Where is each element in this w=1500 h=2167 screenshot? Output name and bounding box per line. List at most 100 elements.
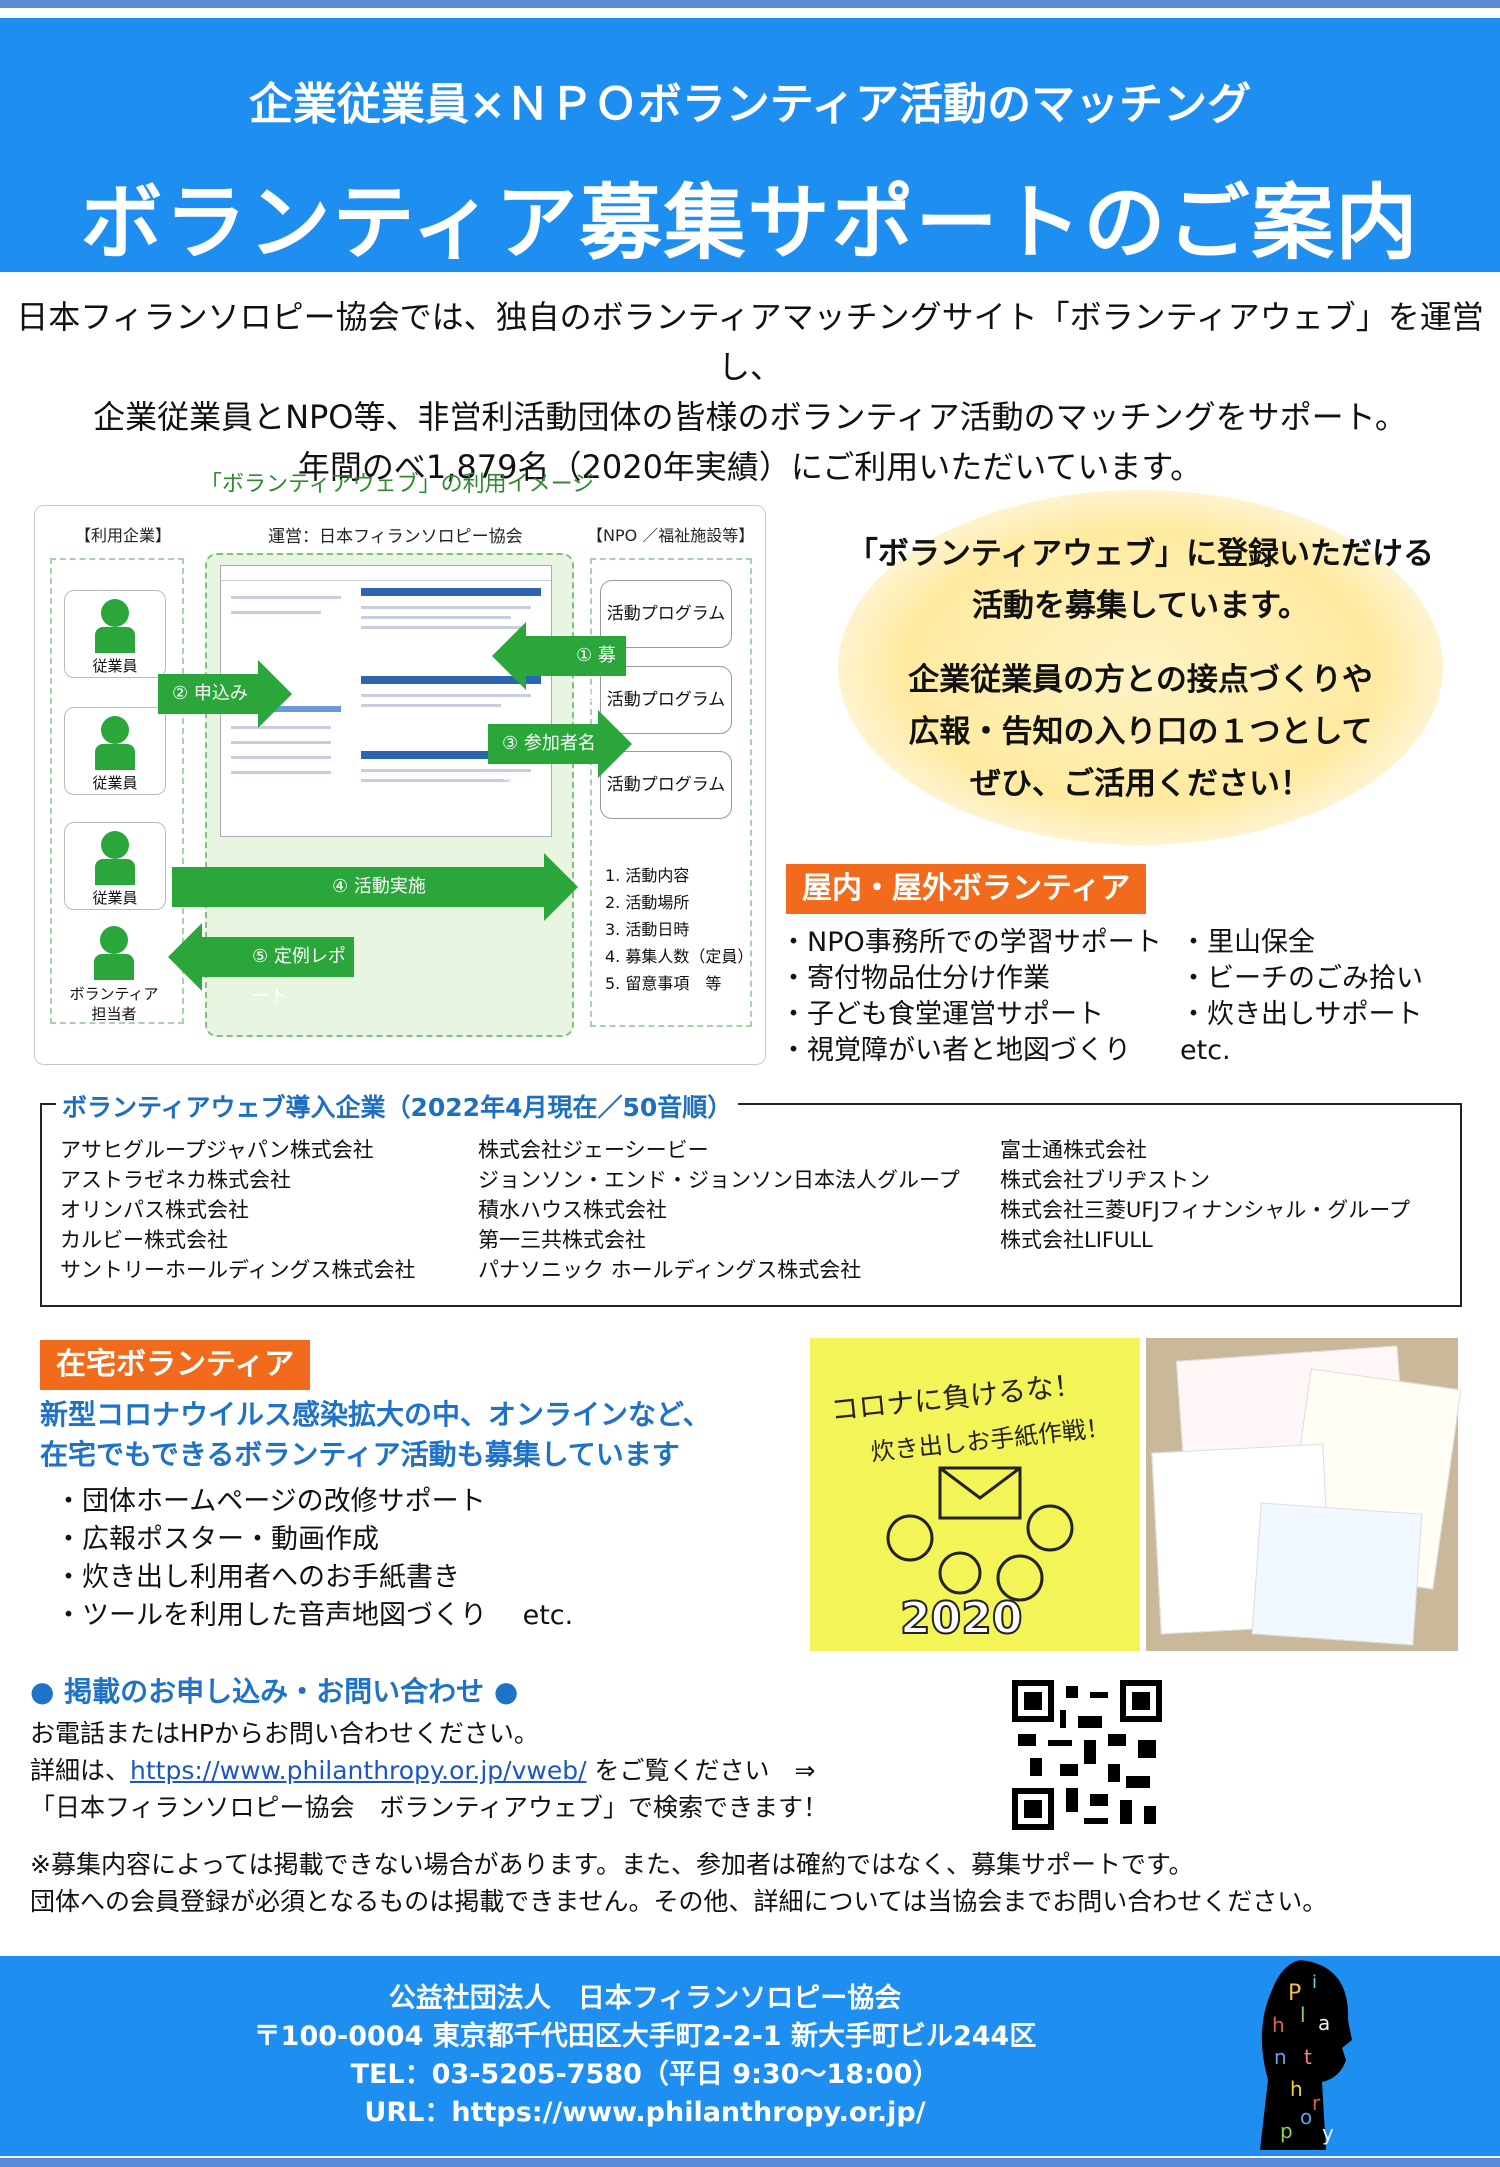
program-item: 2. 活動場所 [605, 893, 690, 912]
mockup-line [231, 771, 331, 774]
intro-line: 企業従業員とNPO等、非営利活動団体の皆様のボランティア活動のマッチングをサポー… [93, 398, 1407, 436]
coordinator-figure: ボランティア 担当者 [64, 918, 164, 1023]
header-banner: 企業従業員×ＮＰＯボランティア活動のマッチング ボランティア募集サポートのご案内 [0, 18, 1500, 272]
program-item: 5. 留意事項 等 [605, 974, 722, 993]
svg-text:t: t [1304, 2045, 1312, 2069]
footer-url[interactable]: URL：https://www.philanthropy.or.jp/ [364, 2097, 926, 2128]
mockup-line [361, 704, 501, 707]
program-item: 4. 募集人数（定員） [605, 947, 754, 966]
qr-code-icon[interactable] [1012, 1680, 1162, 1830]
header-title: ボランティア募集サポートのご案内 [80, 176, 1420, 271]
philanthropy-logo-icon: P i h l a n t h r p o y [1260, 1960, 1352, 2150]
companies-column-2: 株式会社ジェーシービー ジョンソン・エンド・ジョンソン日本法人グループ 積水ハウ… [478, 1135, 960, 1285]
home-item: ・ツールを利用した音声地図づくり etc. [55, 1600, 574, 1631]
company-name: オリンパス株式会社 [60, 1198, 249, 1222]
outdoor-item: ・NPO事務所での学習サポート [780, 927, 1162, 958]
mockup-topbar [221, 566, 551, 581]
callout-line: 活動を募集しています。 [972, 588, 1309, 624]
employee-figure: 従業員 [64, 707, 166, 795]
contact-line: お電話またはHPからお問い合わせください。 [30, 1719, 539, 1748]
outdoor-tag: 屋内・屋外ボランティア [786, 864, 1147, 914]
home-list: ・団体ホームページの改修サポート ・広報ポスター・動画作成 ・炊き出し利用者への… [55, 1483, 573, 1635]
svg-text:a: a [1318, 2011, 1330, 2035]
svg-text:o: o [1300, 2105, 1312, 2129]
mockup-line [361, 616, 511, 619]
callout-text: 「ボランティアウェブ」に登録いただける 活動を募集しています。 企業従業員の方と… [838, 528, 1443, 810]
mockup-header-block [361, 676, 541, 684]
svg-text:r: r [1312, 2091, 1321, 2115]
home-tag: 在宅ボランティア [40, 1340, 311, 1390]
footer-org: 公益社団法人 日本フィランソロピー協会 [388, 1983, 902, 2014]
mockup-line [231, 756, 331, 759]
arrow-recruit: ① 募 集 [492, 622, 626, 706]
callout-line: ぜひ、ご活用ください！ [970, 766, 1311, 802]
mockup-line [361, 606, 531, 609]
home-item: ・炊き出し利用者へのお手紙書き [55, 1562, 460, 1593]
mockup-line [231, 596, 341, 599]
svg-text:n: n [1274, 2045, 1287, 2069]
company-name: 株式会社三菱UFJフィナンシャル・グループ [1000, 1198, 1410, 1222]
vweb-link[interactable]: https://www.philanthropy.or.jp/vweb/ [130, 1756, 587, 1785]
employee-label: 従業員 [92, 889, 138, 907]
diagram-frame [34, 505, 766, 1065]
callout-line: 企業従業員の方との接点づくりや [908, 662, 1373, 698]
outdoor-list-right: ・里山保全 ・ビーチのごみ拾い ・炊き出しサポート etc. [1180, 925, 1500, 1069]
company-name: アストラゼネカ株式会社 [60, 1168, 291, 1192]
contact-title: ● 掲載のお申し込み・お問い合わせ ● [30, 1675, 519, 1708]
outdoor-item: ・視覚障がい者と地図づくり [780, 1035, 1131, 1066]
companies-title: ボランティアウェブ導入企業（2022年4月現在／50音順） [56, 1088, 739, 1124]
contact-line: 「日本フィランソロピー協会 ボランティアウェブ」で検索できます！ [30, 1793, 829, 1822]
company-name: 株式会社ブリヂストン [1000, 1168, 1210, 1192]
companies-box [40, 1103, 1462, 1307]
outdoor-list-left: ・NPO事務所での学習サポート ・寄付物品仕分け作業 ・子ども食堂運営サポート … [780, 925, 1162, 1069]
program-item: 1. 活動内容 [605, 866, 690, 885]
outdoor-item: ・子ども食堂運営サポート [780, 999, 1104, 1030]
svg-text:p: p [1280, 2119, 1293, 2143]
callout-line: 「ボランティアウェブ」に登録いただける [846, 536, 1435, 572]
company-name: 株式会社ジェーシービー [478, 1138, 709, 1162]
company-name: 積水ハウス株式会社 [478, 1198, 667, 1222]
home-headline-line: 新型コロナウイルス感染拡大の中、オンラインなど、 [40, 1398, 711, 1431]
program-items: 1. 活動内容 2. 活動場所 3. 活動日時 4. 募集人数（定員） 5. 留… [605, 862, 753, 997]
svg-text:l: l [1300, 2003, 1306, 2027]
svg-text:h: h [1290, 2077, 1303, 2101]
outdoor-item: ・里山保全 [1180, 927, 1315, 958]
callout-ellipse [838, 490, 1443, 845]
home-item: ・広報ポスター・動画作成 [55, 1524, 379, 1555]
employee-label: 従業員 [92, 657, 138, 675]
callout-line: 広報・告知の入り口の１つとして [908, 714, 1373, 750]
arrow-apply: ② 申込み [158, 660, 292, 728]
person-icon [101, 831, 129, 859]
arrow-activity: ④ 活動実施 [172, 853, 578, 921]
svg-text:y: y [1322, 2121, 1334, 2145]
mockup-line [361, 779, 511, 782]
notice-line: ※募集内容によっては掲載できない場合があります。また、参加者は確約ではなく、募集… [30, 1850, 1194, 1879]
footer-address: 〒100-0004 東京都千代田区大手町2-2-1 新大手町ビル244区 [253, 2021, 1037, 2052]
intro-line: 年間のべ1,879名（2020年実績）にご利用いただいています。 [297, 448, 1203, 486]
person-icon [101, 716, 129, 744]
diagram-center-label: 運営：日本フィランソロピー協会 [268, 527, 523, 547]
diagram-right-label: 【NPO ／福祉施設等】 [587, 526, 755, 545]
employee-figure: 従業員 [64, 590, 166, 678]
company-name: ジョンソン・エンド・ジョンソン日本法人グループ [478, 1168, 960, 1192]
company-name: カルビー株式会社 [60, 1228, 228, 1252]
mockup-line [361, 769, 531, 772]
svg-text:i: i [1312, 1972, 1317, 1993]
employee-label: 従業員 [92, 774, 138, 792]
mockup-line [361, 626, 521, 629]
company-name: サントリーホールディングス株式会社 [60, 1258, 416, 1282]
person-icon [100, 926, 128, 954]
handwritten-letters-photo [1146, 1338, 1462, 1651]
outdoor-item: ・炊き出しサポート etc. [1180, 999, 1450, 1066]
intro-line: 日本フィランソロピー協会では、独自のボランティアマッチングサイト「ボランティアウ… [16, 298, 1484, 386]
home-headline: 新型コロナウイルス感染拡大の中、オンラインなど、 在宅でもできるボランティア活動… [40, 1395, 711, 1475]
companies-column-3: 富士通株式会社 株式会社ブリヂストン 株式会社三菱UFJフィナンシャル・グループ… [1000, 1135, 1410, 1255]
bottom-border [0, 2158, 1500, 2167]
notice-line: 団体への会員登録が必須となるものは掲載できません。その他、詳細については当協会ま… [30, 1887, 1328, 1916]
contact-line: 詳細は、https://www.philanthropy.or.jp/vweb/… [30, 1756, 816, 1785]
program-box: 活動プログラム [600, 751, 732, 819]
coordinator-label: ボランティア 担当者 [69, 985, 159, 1023]
companies-column-1: アサヒグループジャパン株式会社 アストラゼネカ株式会社 オリンパス株式会社 カル… [60, 1135, 416, 1285]
footer-banner: 公益社団法人 日本フィランソロピー協会 〒100-0004 東京都千代田区大手町… [0, 1956, 1500, 2156]
home-item: ・団体ホームページの改修サポート [55, 1486, 486, 1517]
